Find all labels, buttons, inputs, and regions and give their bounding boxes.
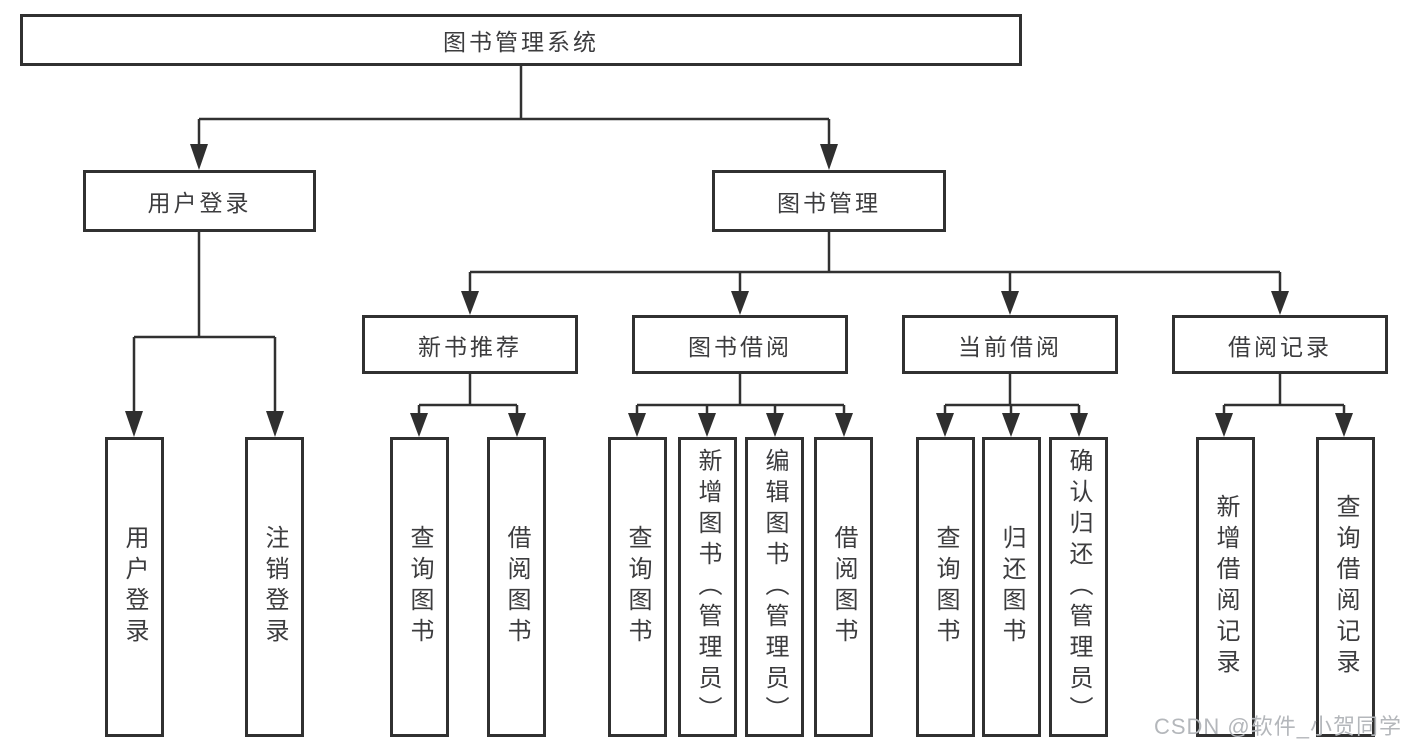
leaf-add-borrow-record: 新增借阅记录 bbox=[1196, 437, 1255, 737]
arrowhead bbox=[125, 411, 143, 437]
arrowhead bbox=[628, 413, 646, 437]
leaf-borrow-books: 借阅图书 bbox=[487, 437, 546, 737]
leaf-query-books: 查询图书 bbox=[608, 437, 667, 737]
leaf-add-book-admin: 新增图书（管理员） bbox=[678, 437, 737, 737]
arrowhead bbox=[820, 144, 838, 170]
node-library-management-system: 图书管理系统 bbox=[20, 14, 1022, 66]
arrowhead bbox=[1215, 413, 1233, 437]
leaf-confirm-return-admin: 确认归还（管理员） bbox=[1049, 437, 1108, 737]
arrowhead bbox=[1001, 291, 1019, 315]
node-new-book-recommendation: 新书推荐 bbox=[362, 315, 578, 374]
arrowhead bbox=[766, 413, 784, 437]
leaf-query-books: 查询图书 bbox=[390, 437, 449, 737]
arrowhead bbox=[266, 411, 284, 437]
node-book-management: 图书管理 bbox=[712, 170, 946, 232]
leaf-return-books: 归还图书 bbox=[982, 437, 1041, 737]
arrowhead bbox=[731, 291, 749, 315]
arrowhead bbox=[936, 413, 954, 437]
leaf-logout: 注销登录 bbox=[245, 437, 304, 737]
leaf-edit-book-admin: 编辑图书（管理员） bbox=[745, 437, 804, 737]
leaf-user-login: 用户登录 bbox=[105, 437, 164, 737]
leaf-query-books: 查询图书 bbox=[916, 437, 975, 737]
arrowhead bbox=[835, 413, 853, 437]
arrowhead bbox=[1335, 413, 1353, 437]
csdn-watermark: CSDN @软件_小贺同学 bbox=[1153, 714, 1402, 739]
arrowhead bbox=[698, 413, 716, 437]
arrowhead bbox=[1070, 413, 1088, 437]
arrowhead bbox=[1002, 413, 1020, 437]
arrowhead bbox=[190, 144, 208, 170]
arrowhead bbox=[1271, 291, 1289, 315]
arrowhead bbox=[410, 413, 428, 437]
arrowhead bbox=[461, 291, 479, 315]
leaf-borrow-books: 借阅图书 bbox=[814, 437, 873, 737]
node-borrowing-records: 借阅记录 bbox=[1172, 315, 1388, 374]
node-user-login: 用户登录 bbox=[83, 170, 316, 232]
leaf-query-borrow-record: 查询借阅记录 bbox=[1316, 437, 1375, 737]
node-book-borrowing: 图书借阅 bbox=[632, 315, 848, 374]
arrowhead bbox=[508, 413, 526, 437]
node-current-borrowing: 当前借阅 bbox=[902, 315, 1118, 374]
